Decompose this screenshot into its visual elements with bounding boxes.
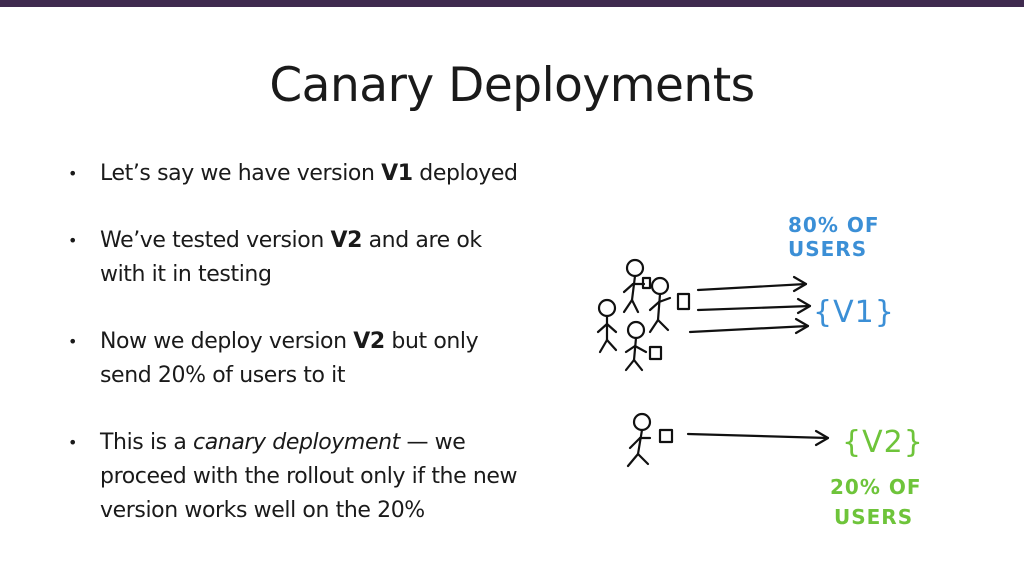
bullet-item: • Let’s say we have version V1 deployed [68, 157, 528, 191]
top-group-label-line1: 80% OF [788, 213, 880, 237]
bullet-item: • Now we deploy version V2 but only send… [68, 325, 520, 393]
bullet-item: • We’ve tested version V2 and are ok wit… [68, 224, 510, 292]
bullet-bold-text: V1 [381, 161, 413, 186]
bullet-bold-text: V2 [330, 228, 362, 253]
bullet-dot-icon: • [68, 433, 78, 452]
bullet-list: • Let’s say we have version V1 deployed … [68, 157, 528, 561]
bottom-group-label-line2: USERS [834, 505, 913, 529]
bullet-text: and are ok with it in testing [100, 228, 482, 287]
arrow-icon [686, 432, 830, 440]
arrow-icon [688, 324, 810, 334]
stick-figure-icon [622, 258, 652, 314]
stick-figure-icon [626, 412, 674, 468]
bullet-dot-icon: • [68, 231, 78, 250]
arrow-icon [696, 282, 808, 292]
slide-title: Canary Deployments [269, 58, 755, 113]
stick-figure-icon [596, 298, 618, 354]
bullet-text: deployed [412, 161, 518, 186]
bullet-text: We’ve tested version [100, 228, 331, 253]
bullet-text: This is a [100, 430, 193, 455]
bullet-bold-text: V2 [353, 329, 385, 354]
top-accent-bar [0, 0, 1024, 7]
stick-figure-icon [648, 276, 691, 334]
bullet-text: but only send 20% of users to it [100, 329, 479, 388]
bottom-version-label: {V2} [842, 425, 924, 460]
bottom-group-label-line1: 20% OF [830, 475, 922, 499]
stick-figure-icon [624, 320, 663, 372]
canary-sketch-diagram: 80% OF USERS {V1} {V2} 20% OF USERS [596, 213, 924, 529]
arrow-icon [696, 304, 812, 312]
bullet-text: — we proceed with the rollout only if th… [100, 430, 518, 523]
bullet-dot-icon: • [68, 164, 78, 183]
bullet-dot-icon: • [68, 332, 78, 351]
top-group-label-line2: USERS [788, 237, 867, 261]
bullet-italic-text: canary deployment [193, 430, 400, 455]
bullet-item: • This is a canary deployment — we proce… [68, 426, 530, 528]
top-version-label: {V1} [813, 295, 895, 330]
bullet-text: Now we deploy version [100, 329, 354, 354]
bullet-text: Let’s say we have version [100, 161, 382, 186]
